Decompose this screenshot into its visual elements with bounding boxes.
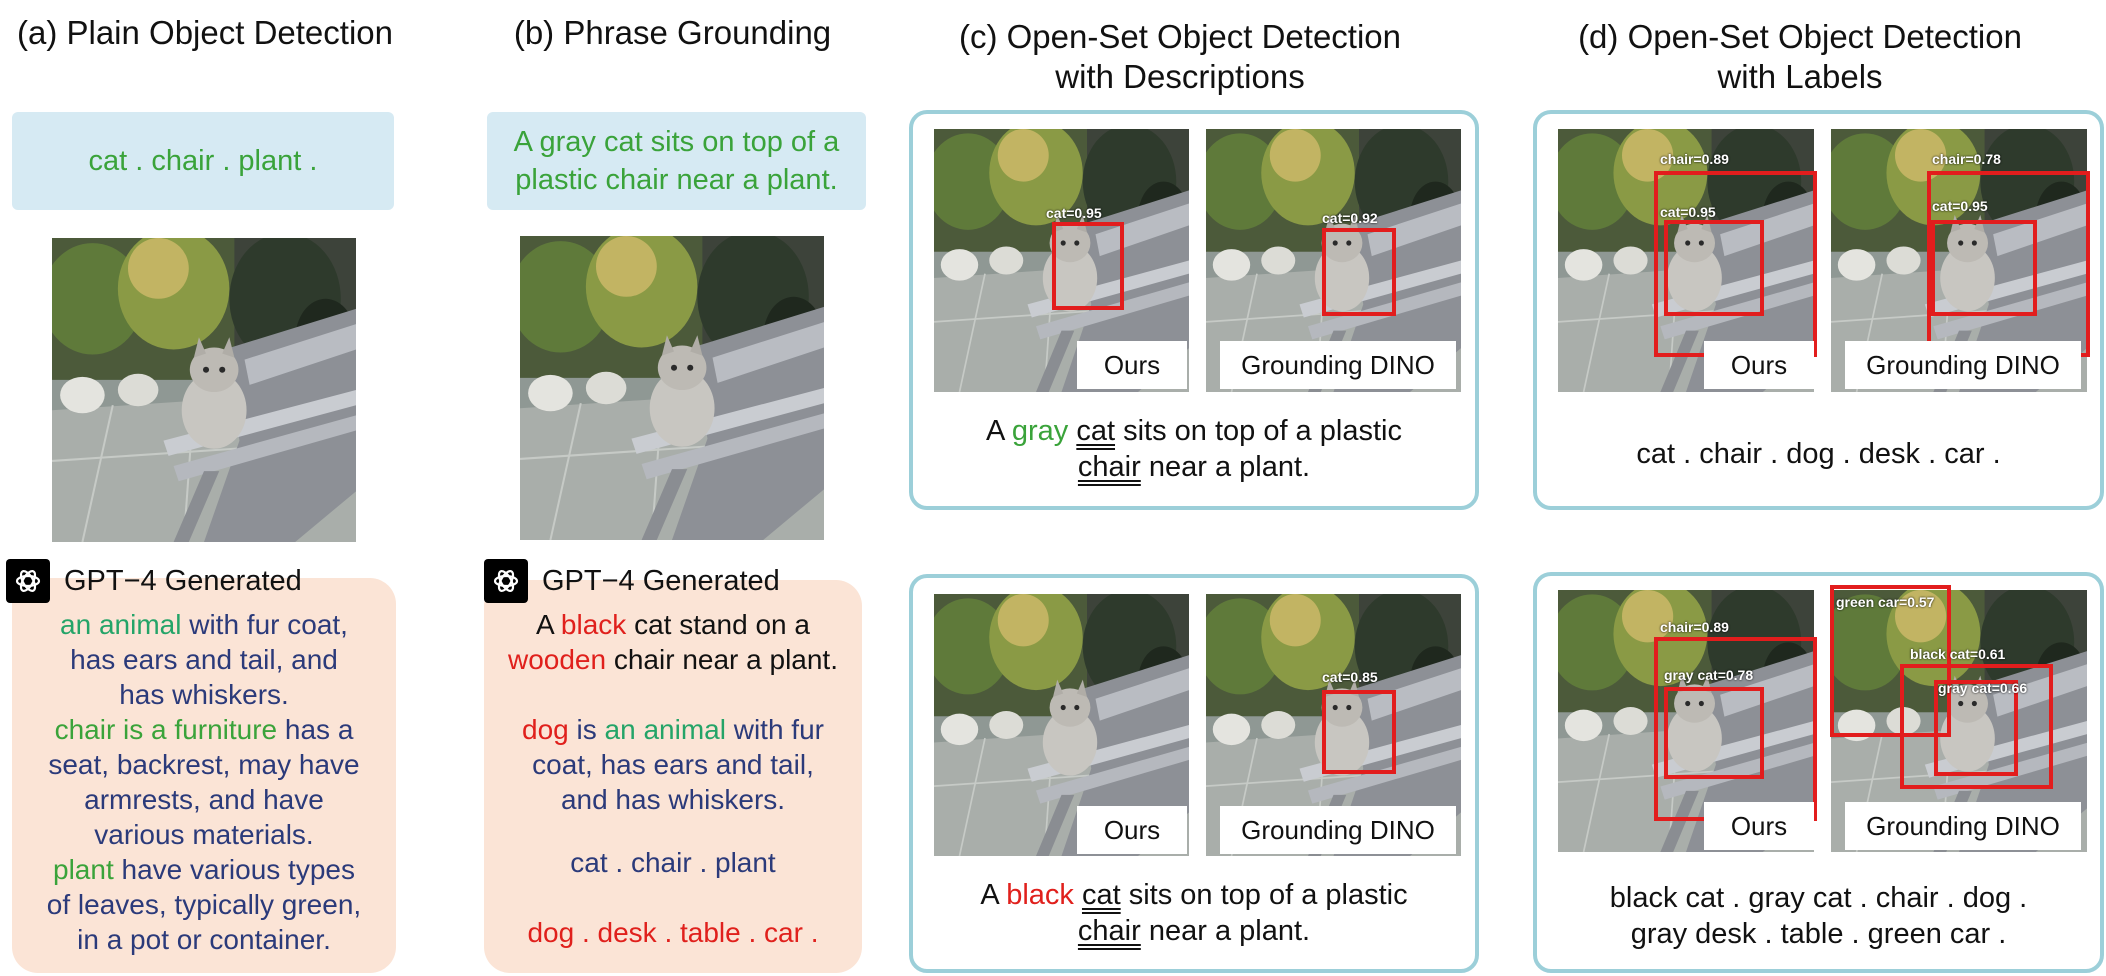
panel-a-gpt-box (12, 578, 396, 973)
gpt-text-line: chair is a furniture has a (54, 714, 354, 745)
openai-logo-icon (6, 559, 50, 603)
panel-c-top-frame (909, 110, 1479, 510)
panel-a-title: (a) Plain Object Detection (16, 14, 393, 51)
gpt-text-line: armrests, and have (84, 784, 324, 815)
grounding-dino-label: Grounding DINO (1220, 806, 1456, 854)
panel-d-bottom-caption-line1: black cat . gray cat . chair . dog . (1609, 882, 2028, 914)
gpt-text-line: has ears and tail, and (70, 644, 338, 675)
detection-score: green car=0.57 (1836, 594, 1935, 610)
gpt-text-line (484, 677, 862, 712)
detection-score: chair=0.89 (1660, 619, 1729, 635)
panel-d-top-frame (1533, 110, 2104, 510)
gpt-text-line: has whiskers. (119, 679, 289, 710)
panel-a-photo (52, 238, 356, 542)
detection-score: gray cat=0.78 (1664, 667, 1754, 683)
detection-box (1900, 664, 2053, 789)
detection-score: black cat=0.61 (1910, 646, 2006, 662)
panel-b-prompt-box: A gray cat sits on top of a plastic chai… (487, 112, 866, 210)
panel-c-top-caption: A gray cat sits on top of a plastic chai… (986, 415, 1402, 483)
panel-d-bottom-caption-line2: gray desk . table . green car . (1630, 918, 2007, 950)
panel-b-title: (b) Phrase Grounding (513, 14, 832, 51)
detection-score: cat=0.95 (1046, 205, 1102, 221)
panel-a-prompt-text: cat . chair . plant . (88, 145, 318, 177)
gpt-text-line: various materials. (94, 819, 314, 850)
gpt-text-line: in a pot or container. (77, 924, 331, 955)
detection-score: cat=0.95 (1932, 198, 1988, 214)
panel-b-gpt-label: GPT−4 Generated (542, 564, 780, 597)
panel-d-bottom-caption: black cat . gray cat . chair . dog . gra… (1536, 880, 2101, 952)
detection-score: chair=0.89 (1660, 151, 1729, 167)
detection-score: chair=0.78 (1932, 151, 2001, 167)
ours-label: Ours (1704, 341, 1814, 389)
grounding-dino-label: Grounding DINO (1845, 802, 2081, 850)
gpt-text-line: and has whiskers. (560, 784, 786, 815)
gpt-text-line: A black cat stand on a (536, 609, 810, 640)
detection-score: cat=0.85 (1322, 669, 1378, 685)
detection-score: gray cat=0.66 (1938, 680, 2028, 696)
panel-b-prompt-line2: plastic chair near a plant. (515, 164, 838, 196)
panel-d-top-caption: cat . chair . dog . desk . car . (1636, 438, 2001, 470)
detection-box (1934, 680, 2018, 776)
panel-b-list2: dog . desk . table . car . (527, 917, 819, 948)
ours-label: Ours (1077, 341, 1187, 389)
panel-a-gpt-label: GPT−4 Generated (64, 564, 302, 597)
panel-b-gpt-header: GPT−4 Generated (484, 559, 780, 603)
panel-c-bottom-caption: A black cat sits on top of a plastic cha… (980, 879, 1408, 947)
panel-d-title-line1: (d) Open-Set Object Detection (1578, 18, 2022, 55)
panel-b-prompt-line1: A gray cat sits on top of a (513, 126, 840, 158)
panel-a-gpt-header: GPT−4 Generated (6, 559, 302, 603)
panel-c-bottom-frame (909, 574, 1479, 973)
gpt-text-line: wooden chair near a plant. (507, 644, 838, 675)
panel-b-gpt-box (484, 580, 862, 973)
grounding-dino-label: Grounding DINO (1220, 341, 1456, 389)
gpt-text-line: of leaves, typically green, (46, 889, 362, 920)
gpt-text-line: dog is an animal with fur (522, 714, 824, 745)
ours-label: Ours (1704, 802, 1814, 850)
panel-a-gpt-text: an animal with fur coat, has ears and tai… (12, 607, 396, 957)
detection-box (1931, 220, 2037, 316)
gpt-text-line: plant have various types (53, 854, 355, 885)
gpt-text-line: seat, backrest, may have (48, 749, 360, 780)
panel-d-bottom-frame (1533, 572, 2104, 973)
panel-b-photo (520, 236, 824, 540)
panel-d-title: (d) Open-Set Object Detection with Label… (1520, 17, 2080, 97)
openai-logo-icon (484, 559, 528, 603)
panel-c-title-line1: (c) Open-Set Object Detection (958, 18, 1402, 55)
detection-box (1052, 222, 1124, 310)
gpt-text-line: coat, has ears and tail, (532, 749, 814, 780)
detection-box (1322, 690, 1396, 774)
detection-score: cat=0.92 (1322, 210, 1378, 226)
panel-b-gpt-text: A black cat stand on a wooden chair near … (484, 607, 862, 817)
detection-box (1664, 220, 1764, 316)
ours-label: Ours (1077, 806, 1187, 854)
detection-box (1322, 228, 1396, 316)
panel-c-title: (c) Open-Set Object Detection with Descr… (900, 17, 1460, 97)
detection-box (1664, 687, 1764, 779)
detection-box (1830, 585, 1951, 737)
panel-c-title-line2: with Descriptions (1055, 58, 1305, 95)
panel-a-prompt-box: cat . chair . plant . (12, 112, 394, 210)
panel-b-list1: cat . chair . plant (570, 847, 776, 878)
panel-d-title-line2: with Labels (1717, 58, 1883, 95)
detection-score: cat=0.95 (1660, 204, 1716, 220)
gpt-text-line: an animal with fur coat, (60, 609, 348, 640)
grounding-dino-label: Grounding DINO (1845, 341, 2081, 389)
